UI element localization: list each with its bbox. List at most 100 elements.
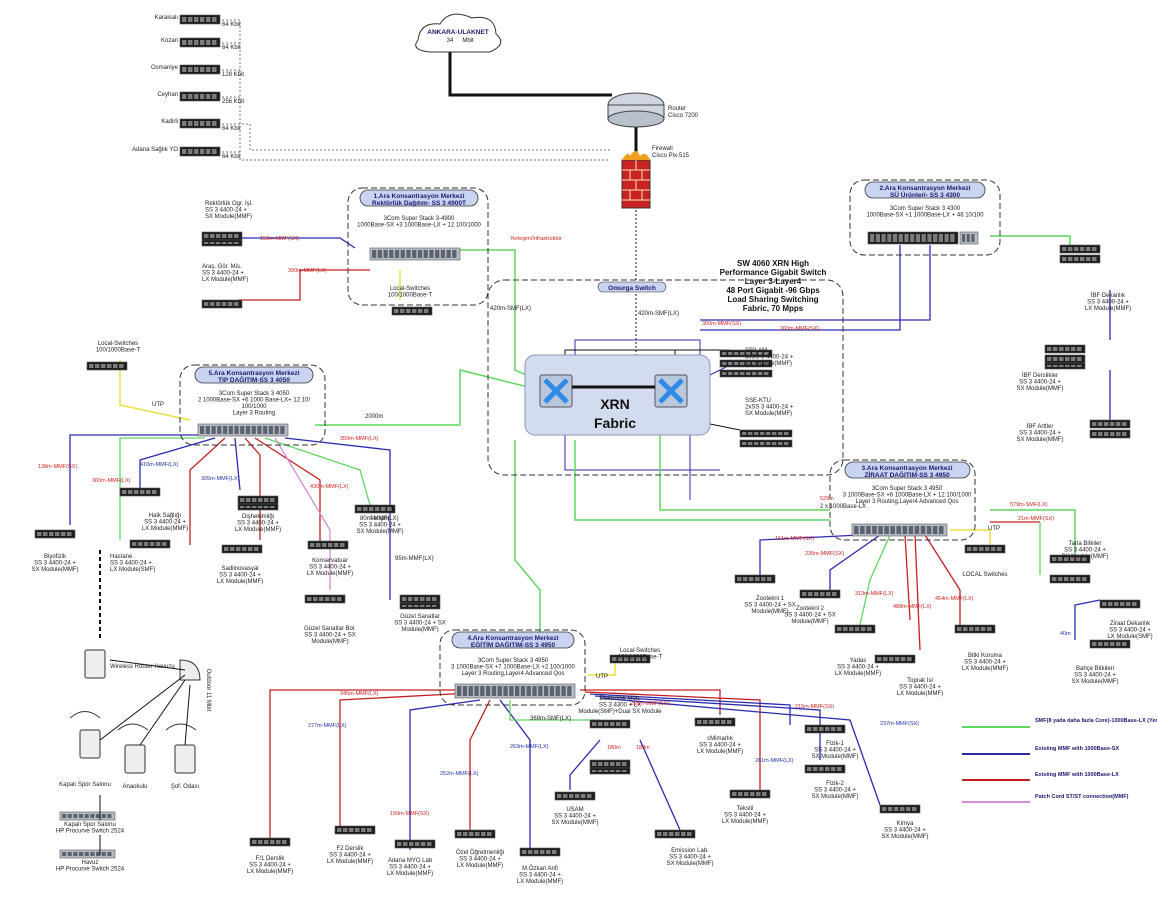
node-dish-a: Kapalı Spor Salonu xyxy=(59,782,111,788)
node-guzel1-line-1: SS 3 4400-24 + SX xyxy=(304,633,356,639)
access-switch-3 xyxy=(86,361,128,371)
node-fef2-line-0: F2 Derslik xyxy=(336,846,364,852)
node-bitki-line-0: Bitki Koruma xyxy=(968,653,1003,659)
link-l345: 345m-MMF(LX) xyxy=(340,691,379,697)
node-dish-c: Şof. Odası xyxy=(171,784,200,790)
z5-switch xyxy=(197,423,289,437)
z2-switch xyxy=(867,231,959,245)
link-l_dark: Yerleşim/İnfrastrüktür xyxy=(510,235,562,242)
z3-title: 3.Ara Konsantrasyon Merkezi xyxy=(861,465,952,472)
xrn-fabric xyxy=(524,354,711,436)
core-title-line-3: 48 Port Gigabit -96 Gbps xyxy=(726,286,820,295)
node-local-z4-line-0: Local-Switches xyxy=(620,648,660,654)
node-kapali-line-0: Kapalı Spor Salonu xyxy=(64,822,116,828)
access-switch-16 xyxy=(1044,354,1086,364)
link-l350: 350m-MMF(LX) xyxy=(340,436,379,442)
firewall-icon xyxy=(621,151,651,209)
wan-devices xyxy=(415,13,665,209)
node-biyofizik-line-2: SX Module(MMF) xyxy=(31,567,78,573)
node-m-ozkan-line-0: M.Özkan Anfi xyxy=(522,865,558,872)
core-link-r2: 260m-MMF(SX) xyxy=(780,326,819,332)
switch-icons xyxy=(34,14,1141,859)
link-l80: 80m-MMF(LX) xyxy=(360,516,399,522)
link-l252: 252m-MMF(LX) xyxy=(440,771,479,777)
access-switch-9 xyxy=(307,540,349,550)
access-switch-7 xyxy=(237,495,279,505)
link-l258: 258m-MMF(SX) xyxy=(630,701,669,707)
node-rektorluk-line-2: SX Module(MMF) xyxy=(205,214,252,220)
site-name: Adana Sağlık YO xyxy=(132,147,178,153)
site-switch-4 xyxy=(179,118,221,129)
access-switch-1 xyxy=(201,299,243,309)
core-stack-0 xyxy=(719,349,773,358)
node-fef1-line-2: LX Module(MMF) xyxy=(247,869,293,875)
kapali-switch xyxy=(59,811,116,821)
node-sadiye-line-2: LX Module(MMF) xyxy=(217,579,263,585)
link-l454: 454m-MMF(LX) xyxy=(935,596,974,602)
node-emission-line-0: Emission Lab. xyxy=(671,848,709,854)
xrn-label-a: XRN xyxy=(600,396,630,412)
access-switch-35 xyxy=(589,759,631,769)
node-m-ozkan-line-1: SS 3 4400-24 + xyxy=(519,873,561,879)
z3-desc-line-1: 3 1000Base-SX +6 1000Base-LX + 12 100/10… xyxy=(843,493,972,499)
node-ziraat-dekanlik-line-1: SS 3 4400-24 + xyxy=(1109,628,1151,634)
link-l277: 277m-MMF(LX) xyxy=(308,723,347,729)
access-switch-b-2 xyxy=(1044,362,1086,370)
node-usam-line-0: USAM xyxy=(566,807,583,813)
node-bitki-line-1: SS 3 4400-24 + xyxy=(964,660,1006,666)
z5-subtitle: TIP DAĞITIM-SS 3 4050 xyxy=(218,375,290,384)
site-speed: 64 Kbit xyxy=(222,22,241,28)
node-kimya-line-1: SS 3 4400-24 + xyxy=(884,828,926,834)
zone-boxes xyxy=(179,179,1001,706)
access-switch-32 xyxy=(454,829,496,839)
node-biyofizik-line-1: SS 3 4400-24 + xyxy=(34,561,76,567)
node-elektronik-line-1: SS 3 4300 + LX xyxy=(599,703,641,709)
node-ibf-dekanlik-line-2: LX Module(MMF) xyxy=(1085,306,1131,312)
node-mimarlik-line-0: cMimarlık xyxy=(707,736,734,742)
access-switch-14 xyxy=(1059,254,1101,264)
xrn-label-b: Fabric xyxy=(594,415,636,431)
z4-desc-line-0: 3Com Super Stack 3 4950 xyxy=(478,658,549,664)
z2-title: 2.Ara Konsantrasyon Merkezi xyxy=(879,185,970,192)
access-switch-20 xyxy=(799,589,841,599)
node-sadiye-line-0: Sadiinovasyal xyxy=(221,566,258,572)
core-stack-2 xyxy=(719,369,773,378)
node-iletisim-line-1: SS 3 4400-24 + xyxy=(359,523,401,529)
link-l579: 579m-SMF(LX) xyxy=(1010,502,1048,508)
node-halk-line-1: SS 3 4400-24 + xyxy=(144,520,186,526)
site-speed: 64 Kbit xyxy=(222,126,241,132)
z3-desc-line-2: Layer 3 Routing,Layer4 Advanced Qos xyxy=(855,499,958,505)
access-switch-10 xyxy=(354,504,396,514)
access-switch-28 xyxy=(1089,639,1131,649)
node-toprak-line-0: Toprak Isl xyxy=(907,678,933,684)
access-switch-4 xyxy=(34,529,76,539)
node-mimarlik-line-1: SS 3 4400-24 + xyxy=(699,743,741,749)
access-switch-40 xyxy=(804,724,846,734)
node-ziraat-dekanlik-line-0: Ziraat Dekanlık xyxy=(1110,621,1151,627)
link-l40: 40m xyxy=(1060,631,1071,637)
access-switch-31 xyxy=(394,839,436,849)
access-switch-6 xyxy=(129,539,171,549)
z5-desc-line-2: 100/1000 xyxy=(241,404,267,410)
node-usam-line-2: SX Module(MMF) xyxy=(551,820,598,826)
access-switch-22 xyxy=(954,624,996,634)
node-toprak-line-2: LX Module(MMF) xyxy=(897,691,943,697)
node-fizik1-line-0: Fizik-1 xyxy=(826,741,844,747)
link-l215: 215m-MMF(SX) xyxy=(795,704,834,710)
site-switch-3 xyxy=(179,91,221,102)
node-adana-myo-line-1: SS 3 4400-24 + xyxy=(389,865,431,871)
node-guzel1-line-2: Module(MMF) xyxy=(311,639,348,645)
node-fef2-line-1: SS 3 4400-24 + xyxy=(329,853,371,859)
havuz-switch xyxy=(59,849,116,859)
node-hastane-line-2: LX Module(SMF) xyxy=(110,567,155,573)
core-right-b-line-2: SX Module(MMF) xyxy=(745,411,792,417)
link-l237: 237m-MMF(SX) xyxy=(880,721,919,727)
node-tarla-line-0: Tarla Bitkiler xyxy=(1069,541,1102,547)
node-guzel2-line-2: Module(MMF) xyxy=(401,627,438,633)
z1-title: 1.Ara Konsantrasyon Merkezi xyxy=(373,193,464,200)
link-l180a: 180m xyxy=(607,745,621,751)
access-switch-36 xyxy=(554,791,596,801)
legend-item-0: SMF(8 yada daha fazla Core)-1000Base-LX … xyxy=(1035,718,1157,724)
access-switch-0 xyxy=(201,231,243,241)
